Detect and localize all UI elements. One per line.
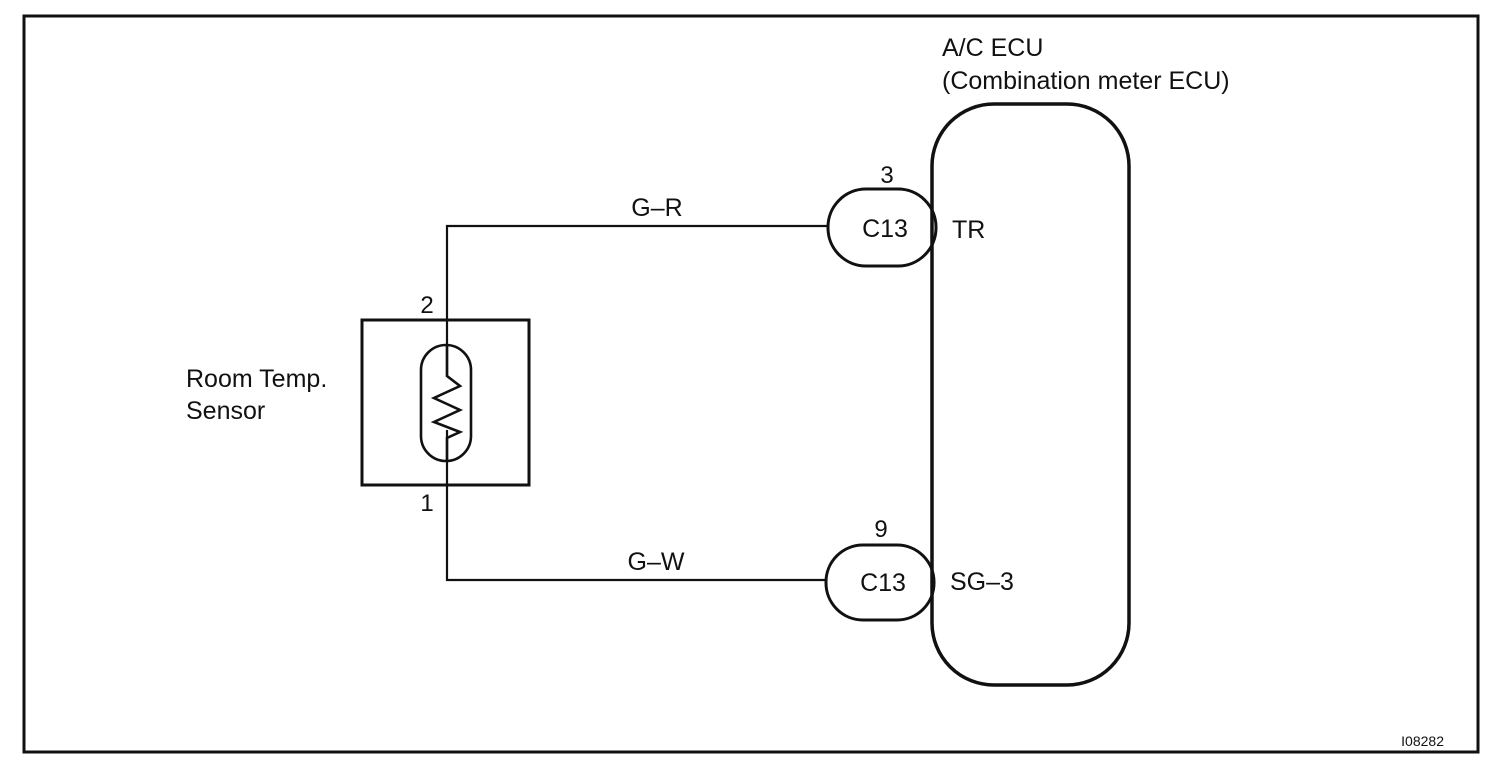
connector-lower-pin-number: 9 [874,516,887,543]
connector-c13-upper-label: C13 [862,215,908,243]
ecu-title-line2: (Combination meter ECU) [942,67,1230,95]
connector-c13-lower-label: C13 [860,569,906,597]
resistor-symbol [430,345,464,461]
figure-code: I08282 [1401,733,1444,749]
wire-label-g-r: G–R [631,194,682,222]
diagram-frame [22,14,1480,754]
sensor-label-line1: Room Temp. [186,365,327,393]
ecu-terminal-tr: TR [952,216,985,244]
sensor-pin-1: 1 [420,490,433,517]
ecu-body [930,102,1131,687]
wire-g-w [445,430,826,582]
connector-c13-upper [826,187,938,268]
connector-c13-lower [824,543,936,622]
ecu-terminal-sg3: SG–3 [950,568,1014,596]
sensor-label-line2: Sensor [186,397,265,425]
wire-label-g-w: G–W [628,548,685,576]
connector-upper-pin-number: 3 [880,162,893,189]
ecu-title-line1: A/C ECU [942,34,1043,62]
sensor-housing [360,318,531,487]
wire-g-r [445,224,828,376]
sensor-pin-2: 2 [420,292,433,319]
